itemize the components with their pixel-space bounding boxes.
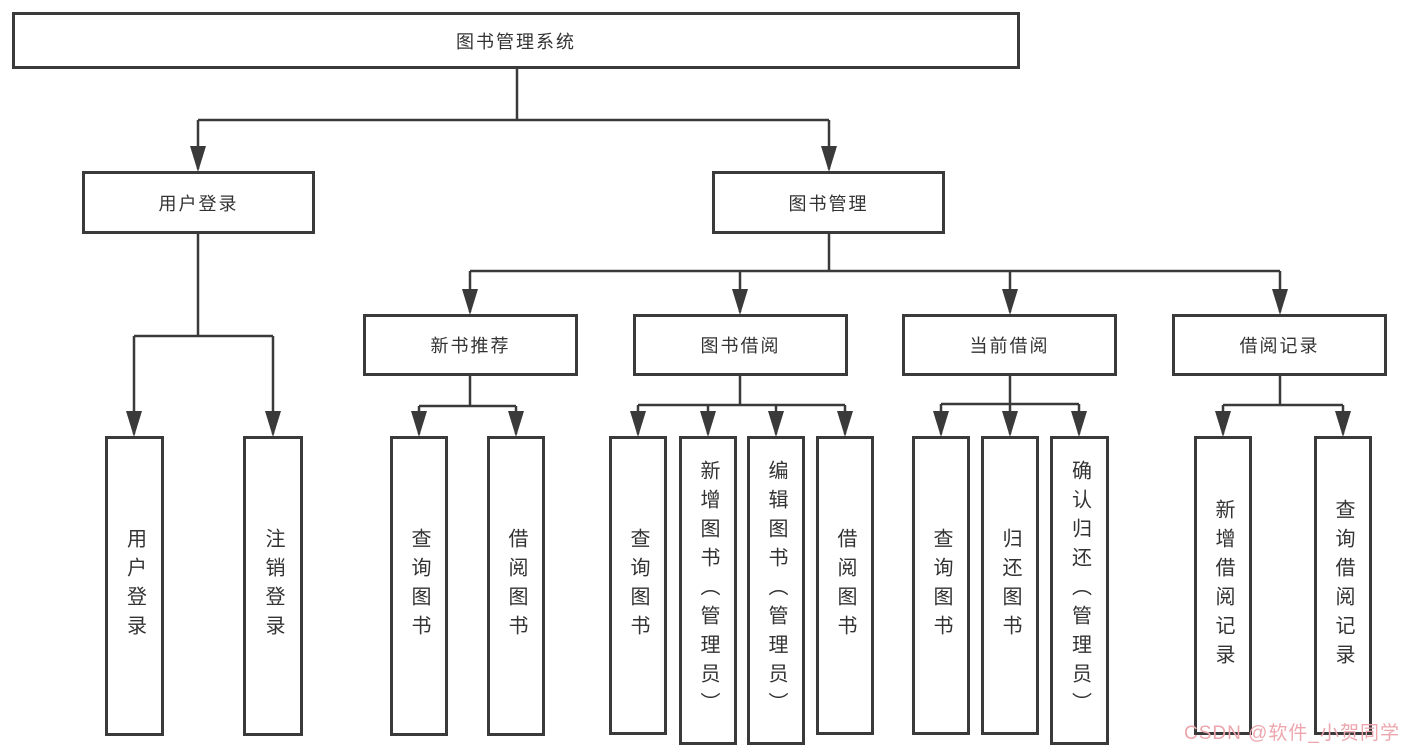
leaf-confirm-return-admin: 确认归还（管理员） (1050, 436, 1109, 745)
leaf-query-book-current: 查询图书 (912, 436, 970, 735)
leaf-borrow-book: 借阅图书 (816, 436, 874, 735)
leaf-edit-book-admin: 编辑图书（管理员） (747, 436, 805, 745)
leaf-query-book-recommend: 查询图书 (390, 436, 448, 736)
leaf-add-book-admin: 新增图书（管理员） (679, 436, 737, 745)
leaf-query-borrow-record: 查询借阅记录 (1314, 436, 1372, 735)
node-current-borrow: 当前借阅 (902, 314, 1117, 376)
leaf-user-login: 用户登录 (105, 436, 164, 736)
node-new-book-recommend: 新书推荐 (363, 314, 578, 376)
node-book-borrow: 图书借阅 (633, 314, 848, 376)
watermark-csdn: CSDN @软件_小贺同学 (1184, 723, 1400, 744)
leaf-borrow-book-recommend: 借阅图书 (487, 436, 545, 736)
leaf-query-book-borrow: 查询图书 (609, 436, 667, 735)
arrowhead-icons (126, 146, 1351, 437)
leaf-return-book: 归还图书 (981, 436, 1039, 735)
leaf-logout: 注销登录 (243, 436, 303, 736)
node-library-management-system: 图书管理系统 (12, 12, 1020, 69)
node-user-login: 用户登录 (82, 171, 315, 234)
node-book-management: 图书管理 (712, 171, 945, 234)
leaf-add-borrow-record: 新增借阅记录 (1194, 436, 1252, 735)
node-borrow-record: 借阅记录 (1172, 314, 1387, 376)
